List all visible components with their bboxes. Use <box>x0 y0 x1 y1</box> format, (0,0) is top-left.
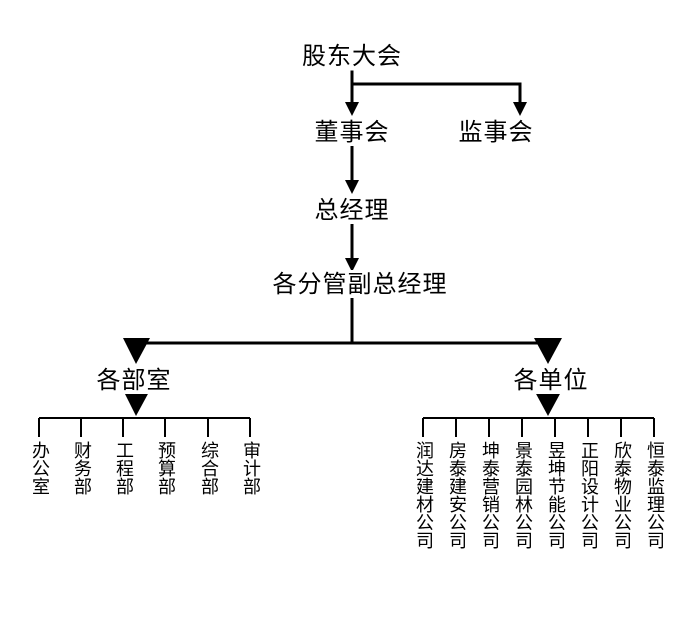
arrowhead-supervisors <box>513 102 527 116</box>
node-supervisors: 监事会 <box>456 118 536 146</box>
node-deputy-gms: 各分管副总经理 <box>270 270 450 298</box>
arrowhead-gm <box>345 180 359 194</box>
arrowhead-board <box>345 102 359 116</box>
unit-label: 正阳设计公司 <box>577 441 599 549</box>
department-label: 审计部 <box>239 441 261 495</box>
department-label: 综合部 <box>197 441 219 495</box>
node-units-group: 各单位 <box>511 366 591 394</box>
unit-label: 昱坤节能公司 <box>544 441 566 549</box>
unit-label: 恒泰监理公司 <box>643 441 665 549</box>
node-gm: 总经理 <box>312 196 392 224</box>
arrowhead-units-bar <box>535 392 561 416</box>
department-label: 预算部 <box>154 441 176 495</box>
unit-label: 坤泰营销公司 <box>478 441 500 549</box>
arrowhead-departments-group <box>123 338 150 364</box>
department-label: 财务部 <box>70 441 92 495</box>
node-board: 董事会 <box>312 118 392 146</box>
arrowhead-deputy <box>345 258 359 272</box>
node-shareholders: 股东大会 <box>300 42 404 70</box>
unit-label: 润达建材公司 <box>412 441 434 549</box>
department-label: 办公室 <box>28 441 50 495</box>
node-departments-group: 各部室 <box>94 366 174 394</box>
arrowhead-units-group <box>534 338 562 364</box>
arrowhead-departments-bar <box>124 392 149 416</box>
unit-label: 房泰建安公司 <box>445 441 467 549</box>
unit-label: 景泰园林公司 <box>511 441 533 549</box>
unit-label: 欣泰物业公司 <box>610 441 632 549</box>
department-label: 工程部 <box>112 441 134 495</box>
